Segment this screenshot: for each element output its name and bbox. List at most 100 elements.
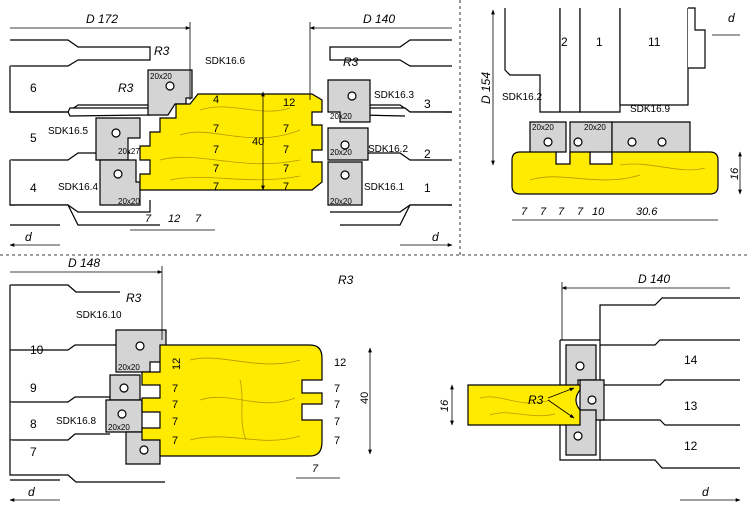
dim-left: 7 <box>172 435 178 447</box>
dim-right: 12 <box>283 97 295 109</box>
cutter-label: 4 <box>30 181 37 195</box>
thickness: 16 <box>729 167 741 180</box>
knife-size: 20x20 <box>330 197 352 206</box>
dim-left: 7 <box>213 123 219 135</box>
panel-separators <box>0 0 750 256</box>
thickness: 16 <box>439 399 451 412</box>
diameter-right: D 140 <box>363 12 395 26</box>
panel-bottom-left: D 148 10 9 8 7 SDK16.10 SDK16.8 20x20 20… <box>9 256 372 502</box>
radius-label: R3 <box>528 393 544 407</box>
knife-label: SDK16.1 <box>364 182 404 193</box>
dim-bottom: 7 <box>577 206 584 218</box>
dimensions-bottom-right <box>450 282 741 502</box>
radius-label: R3 <box>343 55 359 69</box>
radius-label: R3 <box>118 81 134 95</box>
dim-left: 7 <box>172 399 178 411</box>
dim-bottom: 7 <box>145 213 152 225</box>
dim-bottom: 30.6 <box>636 206 658 218</box>
dim-right: 7 <box>283 163 289 175</box>
knife-size: 20x20 <box>108 423 130 432</box>
height-dim: 40 <box>359 392 371 404</box>
small-d: d <box>432 230 439 244</box>
dim-bottom: 12 <box>168 213 180 225</box>
dim-right: 7 <box>283 144 289 156</box>
dim-right: 7 <box>334 435 340 447</box>
knife-label: SDK16.5 <box>48 126 88 137</box>
dim-left: 7 <box>172 383 178 395</box>
diameter: D 154 <box>479 72 493 104</box>
knife-label: SDK16.10 <box>76 310 122 321</box>
dim-bottom: 7 <box>521 206 528 218</box>
dimensions-top-right <box>491 9 742 221</box>
knife-size: 20x20 <box>532 123 554 132</box>
panel-bottom-right: D 140 14 13 12 R3 16 d <box>439 272 741 502</box>
knife-size: 20x20 <box>118 363 140 372</box>
cutter-label: 14 <box>684 353 698 367</box>
cutter-label: 12 <box>684 439 698 453</box>
cutter-stack-bottom-left <box>9 284 165 483</box>
dim-bottom: 7 <box>312 463 319 475</box>
knife-size: 20x20 <box>118 197 140 206</box>
small-d: d <box>728 11 735 25</box>
cutter-label: 8 <box>30 417 37 431</box>
cutter-label: 5 <box>30 131 37 145</box>
panel-top-left: D 172 D 140 6 5 4 3 2 1 SDK16.6 SDK16.5 … <box>9 12 453 247</box>
dimension-text-top-left: D 172 D 140 6 5 4 3 2 1 SDK16.6 SDK16.5 … <box>25 12 439 244</box>
cutter-label: 9 <box>30 381 37 395</box>
cutter-label: 2 <box>561 35 568 49</box>
workpiece-bottom-right <box>467 384 581 426</box>
workpiece-top-left <box>139 93 323 191</box>
knife-blocks-right <box>327 79 371 206</box>
knife-blocks-bottom-left <box>105 329 167 465</box>
height-dim: 40 <box>252 136 264 148</box>
diameter: D 148 <box>68 256 100 270</box>
dim-right: 7 <box>283 181 289 193</box>
knife-label: SDK16.8 <box>56 416 96 427</box>
knife-size: 20x20 <box>150 72 172 81</box>
panel-top-right: D 154 2 1 11 SDK16.2 SDK16.9 20x20 20x20… <box>479 7 742 221</box>
cutter-label: 1 <box>424 181 431 195</box>
dim-bottom: 7 <box>558 206 565 218</box>
knife-size: 20x20 <box>330 112 352 121</box>
dim-right: 12 <box>334 357 346 369</box>
knife-label: SDK16.2 <box>368 144 408 155</box>
small-d: d <box>25 230 32 244</box>
small-d: d <box>702 485 709 499</box>
dim-left: 4 <box>213 94 219 106</box>
dimension-text-top-right: D 154 2 1 11 SDK16.2 SDK16.9 20x20 20x20… <box>479 11 741 218</box>
knife-label: SDK16.4 <box>58 182 98 193</box>
radius-label: R3 <box>154 44 170 58</box>
dim-right: 7 <box>334 383 340 395</box>
radius-label: R3 <box>126 291 142 305</box>
dim-left: 12 <box>171 358 183 370</box>
cutter-label: 6 <box>30 81 37 95</box>
cutter-label: 7 <box>30 445 37 459</box>
cutter-label: 2 <box>424 147 431 161</box>
knife-size: 20x20 <box>330 148 352 157</box>
dim-bottom: 7 <box>540 206 547 218</box>
knife-label: SDK16.2 <box>502 92 542 103</box>
dim-left: 7 <box>213 144 219 156</box>
dim-right: 7 <box>283 123 289 135</box>
diameter-left: D 172 <box>86 12 118 26</box>
dim-right: 7 <box>334 399 340 411</box>
workpiece-bottom-left <box>141 344 323 457</box>
diameter: D 140 <box>638 272 670 286</box>
knife-label: SDK16.9 <box>630 104 670 115</box>
workpiece-top-right <box>511 151 719 195</box>
dim-right: 7 <box>334 416 340 428</box>
knife-label: SDK16.3 <box>374 90 414 101</box>
cutter-label: 1 <box>596 35 603 49</box>
dim-left: 7 <box>213 163 219 175</box>
cutter-label: 13 <box>684 399 698 413</box>
cutter-label: 3 <box>424 97 431 111</box>
radius-label: R3 <box>338 273 354 287</box>
dimension-text-bottom-right: D 140 14 13 12 R3 16 d <box>439 272 709 499</box>
cutter-label: 10 <box>30 343 44 357</box>
dimension-text-bottom-left: D 148 10 9 8 7 SDK16.10 SDK16.8 20x20 20… <box>28 256 371 499</box>
dim-bottom: 7 <box>195 213 202 225</box>
dimensions-top-left <box>9 22 453 247</box>
small-d: d <box>28 485 35 499</box>
knife-size: 20x20 <box>584 123 606 132</box>
